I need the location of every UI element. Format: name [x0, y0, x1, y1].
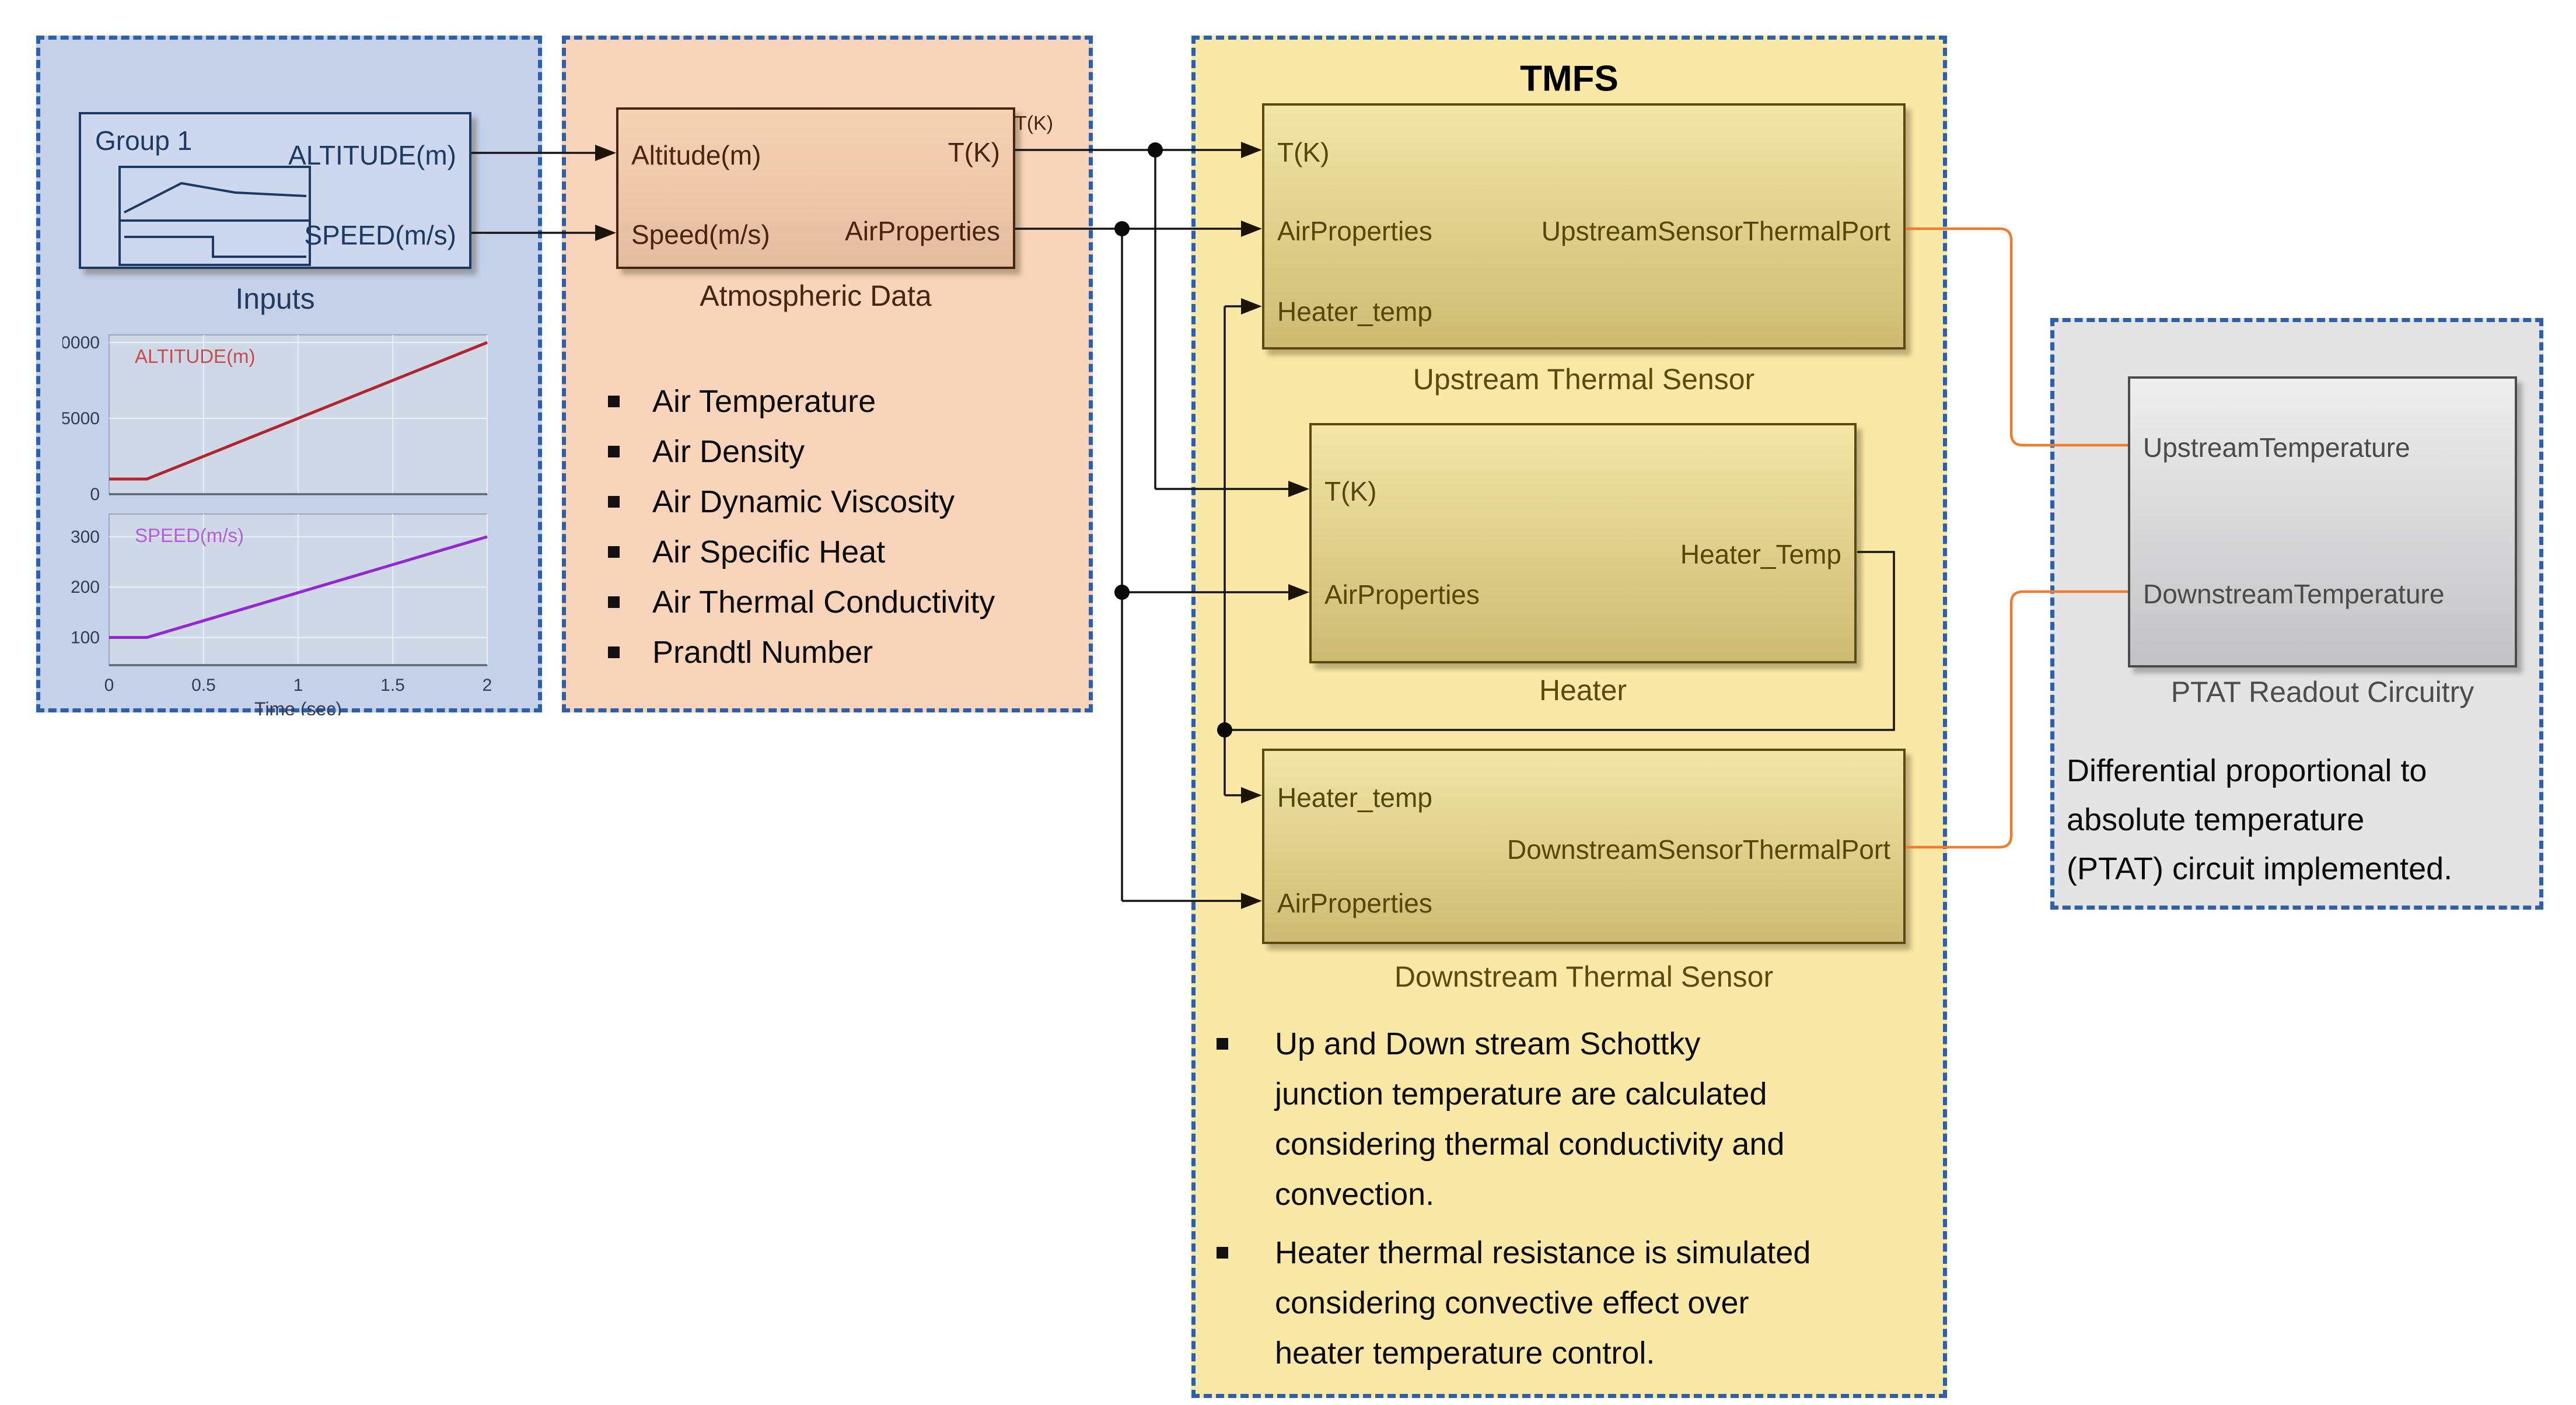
port-downstream-temperature-in: DownstreamTemperature [2143, 579, 2445, 609]
list-item: Air Thermal Conductivity [608, 577, 1086, 627]
port-tk-in: T(K) [1277, 137, 1330, 167]
port-speed-in: Speed(m/s) [631, 219, 770, 250]
svg-text:Time (sec): Time (sec) [254, 698, 342, 715]
ptat-note: Differential proportional to absolute te… [2067, 753, 2453, 886]
svg-text:5000: 5000 [62, 409, 100, 428]
atmospheric-data-block[interactable]: Altitude(m) Speed(m/s) T(K) AirPropertie… [616, 107, 1015, 269]
port-altitude-in: Altitude(m) [631, 140, 761, 170]
bullet-icon [1217, 1247, 1228, 1259]
svg-text:1.5: 1.5 [380, 676, 405, 695]
inputs-caption: Inputs [235, 282, 315, 315]
ptat-readout-block[interactable]: UpstreamTemperature DownstreamTemperatur… [2128, 376, 2517, 667]
list-item: Heater thermal resistance is simulated c… [1217, 1228, 1943, 1378]
port-airproperties-out: AirProperties [845, 216, 1000, 246]
tmfs-notes-list: Up and Down stream Schottky junction tem… [1217, 1019, 1943, 1378]
altitude-plot: 0 5000 10000ALTITUDE(m) [51, 324, 497, 505]
tmfs-title: TMFS [1520, 58, 1619, 99]
heater-caption: Heater [1539, 674, 1627, 707]
port-upstream-thermal-out: UpstreamSensorThermalPort [1541, 216, 1890, 246]
bullet-icon [608, 596, 620, 608]
list-item: Prandtl Number [608, 627, 1086, 677]
downstream-thermal-sensor-block[interactable]: Heater_temp AirProperties DownstreamSens… [1262, 749, 1906, 944]
note-text: Air Temperature [652, 384, 876, 419]
bullet-icon [608, 646, 620, 658]
group1-signal-builder-block[interactable]: Group 1 ALTITUDE(m) SPEED(m/s) [79, 112, 471, 269]
port-airproperties-in: AirProperties [1277, 216, 1432, 246]
list-item: Air Dynamic Viscosity [608, 477, 1086, 527]
svg-text:1: 1 [293, 676, 303, 695]
svg-text:200: 200 [71, 578, 100, 597]
svg-text:0: 0 [104, 676, 114, 695]
port-speed-out: SPEED(m/s) [304, 220, 456, 250]
upstream-thermal-sensor-caption: Upstream Thermal Sensor [1413, 363, 1755, 396]
note-text: Air Thermal Conductivity [652, 585, 995, 620]
note-text: Up and Down stream Schottky junction tem… [1275, 1026, 1785, 1212]
port-tk-in: T(K) [1324, 476, 1377, 506]
list-item: Up and Down stream Schottky junction tem… [1217, 1019, 1943, 1219]
group1-title: Group 1 [95, 125, 193, 156]
note-text: Prandtl Number [652, 635, 873, 670]
port-heater-temp-in: Heater_temp [1277, 782, 1432, 813]
port-downstream-thermal-out: DownstreamSensorThermalPort [1507, 834, 1890, 865]
port-upstream-temperature-in: UpstreamTemperature [2143, 432, 2410, 463]
ptat-readout-caption: PTAT Readout Circuitry [2170, 676, 2474, 708]
port-heater-temp-in: Heater_temp [1277, 296, 1432, 327]
signal-label-tk: T(K) [1014, 112, 1054, 135]
port-airproperties-in: AirProperties [1324, 579, 1480, 610]
signal-builder-icon [118, 166, 311, 266]
note-text: Air Specific Heat [652, 534, 886, 569]
atmospheric-data-caption: Atmospheric Data [700, 279, 932, 312]
svg-text:SPEED(m/s): SPEED(m/s) [135, 525, 244, 546]
upstream-thermal-sensor-block[interactable]: T(K) AirProperties Heater_temp UpstreamS… [1262, 103, 1906, 349]
bullet-icon [608, 496, 620, 508]
downstream-thermal-sensor-caption: Downstream Thermal Sensor [1394, 960, 1774, 993]
list-item: Air Density [608, 427, 1086, 477]
svg-text:100: 100 [71, 628, 100, 648]
list-item: Air Specific Heat [608, 527, 1086, 577]
svg-text:0.5: 0.5 [191, 676, 216, 695]
bullet-icon [608, 546, 620, 558]
bullet-icon [1217, 1038, 1228, 1050]
port-airproperties-in: AirProperties [1277, 888, 1432, 918]
port-altitude-out: ALTITUDE(m) [288, 140, 456, 170]
note-text: Air Dynamic Viscosity [652, 484, 955, 519]
svg-text:10000: 10000 [62, 333, 100, 352]
port-tk-out: T(K) [948, 137, 1000, 167]
svg-text:2: 2 [483, 676, 492, 695]
heater-block[interactable]: T(K) AirProperties Heater_Temp [1309, 423, 1857, 663]
svg-text:300: 300 [71, 527, 100, 547]
svg-text:ALTITUDE(m): ALTITUDE(m) [135, 345, 256, 367]
bullet-icon [608, 396, 620, 407]
svg-text:0: 0 [90, 485, 100, 504]
atmospheric-notes-list: Air Temperature Air Density Air Dynamic … [608, 376, 1086, 677]
bullet-icon [608, 446, 620, 457]
note-text: Air Density [652, 434, 805, 469]
list-item: Air Temperature [608, 376, 1086, 427]
note-text: Heater thermal resistance is simulated c… [1275, 1235, 1811, 1371]
port-heater-temp-out: Heater_Temp [1680, 539, 1841, 569]
